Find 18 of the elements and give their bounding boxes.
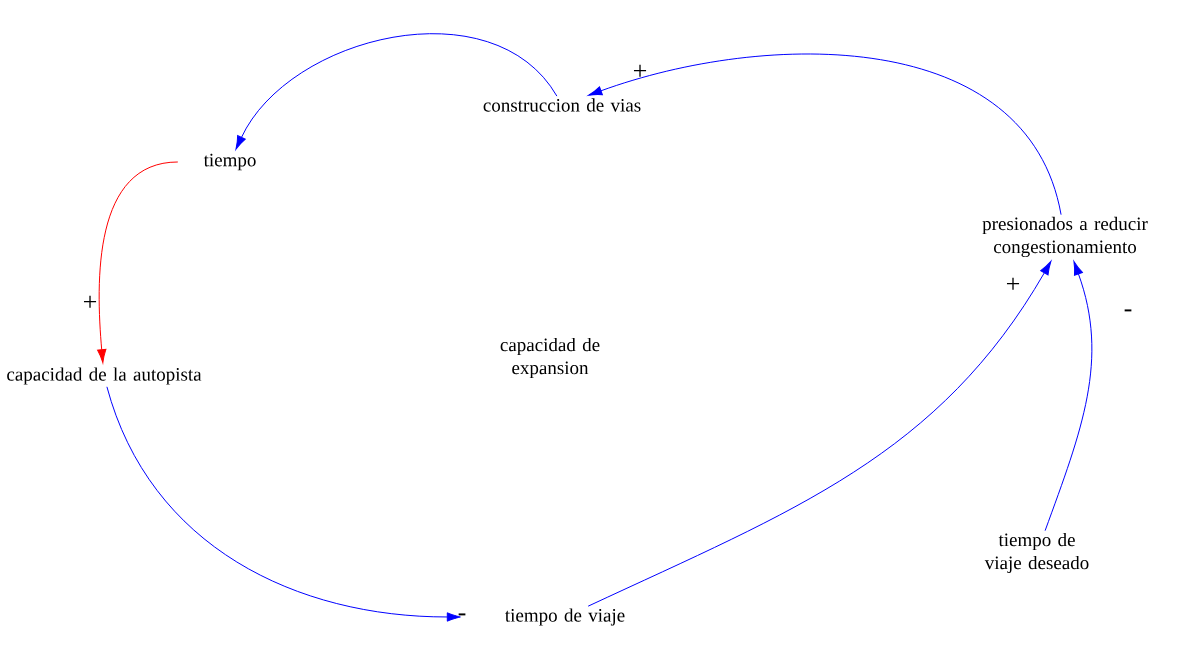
arrow — [97, 161, 179, 364]
variable-label: tiempo de viaje deseado — [984, 532, 1089, 574]
arrow — [588, 53, 1062, 216]
polarity-sign: - — [458, 613, 466, 616]
arrow — [106, 386, 461, 622]
variable-label: capacidad de la autopista — [7, 367, 202, 385]
arrow — [235, 33, 558, 150]
polarity-sign: + — [1006, 277, 1020, 290]
polarity-sign: + — [84, 295, 97, 308]
arrow — [1044, 261, 1093, 532]
polarity-sign: + — [634, 64, 647, 77]
polarity-sign: - — [1124, 309, 1132, 312]
variable-label: presionados a reducir congestionamiento — [982, 216, 1148, 258]
variable-label: tiempo — [203, 153, 256, 171]
variable-label: construccion de vias — [483, 98, 641, 112]
loop-label: capacidad de expansion — [500, 337, 600, 379]
variable-label: tiempo de viaje — [505, 608, 625, 626]
arrow — [587, 260, 1052, 607]
